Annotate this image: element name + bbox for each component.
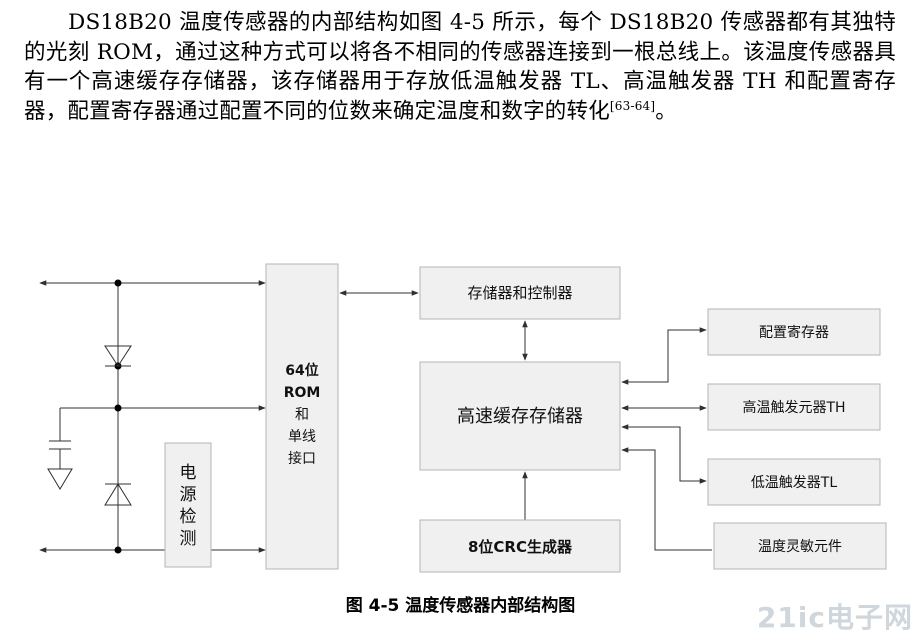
right-connections — [621, 327, 712, 551]
th-trigger-box: 高温触发元器TH — [707, 383, 881, 431]
diode-icon — [104, 345, 132, 367]
paragraph-end: 。 — [655, 98, 677, 124]
watermark-logo: 21ic电子网 — [756, 601, 913, 634]
bus-lines — [39, 280, 266, 553]
junction-dots — [114, 279, 122, 554]
tl-trigger-box: 低温触发器TL — [707, 458, 881, 506]
power-detect-char: 测 — [180, 529, 197, 549]
power-detect-box: 电 源 检 测 — [164, 442, 212, 568]
scratchpad-box: 高速缓存存储器 — [419, 361, 621, 471]
svg-text:8位CRC生成器: 8位CRC生成器 — [468, 538, 573, 556]
ground-icon — [47, 468, 73, 490]
svg-text:温度灵敏元件: 温度灵敏元件 — [758, 539, 842, 555]
svg-text:配置寄存器: 配置寄存器 — [759, 324, 829, 341]
power-detect-char: 源 — [180, 485, 197, 505]
crc-generator-box: 8位CRC生成器 — [419, 519, 621, 573]
rom-label: 接口 — [288, 450, 316, 467]
capacitor-icon — [49, 408, 71, 469]
svg-text:存储器和控制器: 存储器和控制器 — [467, 284, 572, 302]
power-detect-char: 检 — [180, 507, 197, 527]
config-register-box: 配置寄存器 — [707, 308, 881, 356]
svg-text:高速缓存存储器: 高速缓存存储器 — [457, 406, 583, 427]
svg-text:低温触发器TL: 低温触发器TL — [751, 475, 838, 491]
citation-ref: [63-64] — [609, 98, 656, 113]
paragraph-text: DS18B20 温度传感器的内部结构如图 4-5 所示，每个 DS18B20 传… — [24, 10, 896, 124]
svg-text:高温触发元器TH: 高温触发元器TH — [742, 399, 845, 416]
power-detect-char: 电 — [180, 463, 197, 483]
rom-interface-box: 64位 ROM 和 单线 接口 — [265, 263, 339, 570]
temp-sensor-box: 温度灵敏元件 — [713, 522, 887, 570]
rom-label: 单线 — [288, 429, 316, 445]
rom-label: 64位 — [285, 362, 318, 379]
rom-label: ROM — [284, 385, 321, 401]
rom-label: 和 — [295, 407, 309, 423]
diode-icon — [104, 483, 132, 506]
structure-diagram: 电 源 检 测 64位 ROM 和 单线 接口 存储器和控制器 高速缓存存储器 … — [39, 263, 887, 573]
memory-controller-box: 存储器和控制器 — [419, 266, 621, 320]
figure-caption: 图 4-5 温度传感器内部结构图 — [345, 596, 576, 616]
body-paragraph: DS18B20 温度传感器的内部结构如图 4-5 所示，每个 DS18B20 传… — [24, 8, 896, 126]
